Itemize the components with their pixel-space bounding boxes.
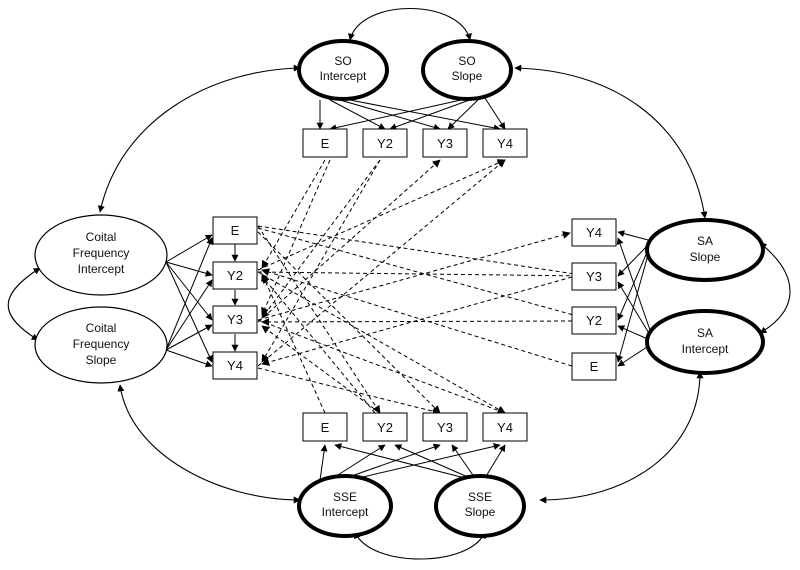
sse-label-y2: Y2 xyxy=(377,420,393,435)
latent-coital-slope: Coital Frequency Slope xyxy=(34,306,168,384)
coital-label-y2: Y2 xyxy=(227,268,243,283)
latent-sse-slope: SSE Slope xyxy=(434,474,526,538)
sa-indicators xyxy=(571,218,617,381)
latent-so-slope: SO Slope xyxy=(421,39,513,101)
coital-box-y3 xyxy=(212,305,258,334)
sse-box-y2 xyxy=(362,412,408,442)
coital-label-y4: Y4 xyxy=(227,358,243,373)
sa-label-y3: Y3 xyxy=(586,269,602,284)
cross-lagged-paths xyxy=(257,159,589,416)
so-box-y4 xyxy=(482,128,528,158)
coital-slope-line1: Coital xyxy=(86,321,117,335)
coital-label-e: E xyxy=(231,223,240,238)
coital-slope-line3: Slope xyxy=(86,353,117,367)
sse-box-y3 xyxy=(422,412,468,442)
latent-sa-intercept: SA Intercept xyxy=(645,309,765,375)
sa-box-y3 xyxy=(571,262,617,291)
so-box-y3 xyxy=(422,128,468,158)
so-label-e: E xyxy=(321,136,330,151)
sse-label-y3: Y3 xyxy=(437,420,453,435)
sse-box-e xyxy=(302,412,348,442)
coital-box-y2 xyxy=(212,261,258,290)
sa-label-e: E xyxy=(590,359,599,374)
covariance-curves xyxy=(7,7,791,560)
cov-sa-slope-intercept xyxy=(759,242,791,334)
latent-sa-slope: SA Slope xyxy=(645,218,765,282)
cov-so-sa xyxy=(514,64,708,219)
latent-coital-intercept: Coital Frequency Intercept xyxy=(34,214,168,296)
so-box-e xyxy=(302,128,348,158)
sse-box-y4 xyxy=(482,412,528,442)
sse-label-e: E xyxy=(321,420,330,435)
coital-intercept-line1: Coital xyxy=(86,230,117,244)
sa-label-y4: Y4 xyxy=(586,225,602,240)
coital-label-y3: Y3 xyxy=(227,312,243,327)
coital-slope-line2: Frequency xyxy=(73,337,130,351)
cov-sse-sa xyxy=(539,371,704,504)
latent-sse-intercept: SSE Intercept xyxy=(297,474,393,538)
so-slope-line1: SO xyxy=(458,54,475,68)
sa-slope-line1: SA xyxy=(697,234,713,248)
coital-box-y4 xyxy=(212,351,258,380)
coital-indicators xyxy=(212,216,258,380)
sa-label-y2: Y2 xyxy=(586,313,602,328)
cov-sse-intercept-slope xyxy=(354,531,486,560)
sa-intercept-line1: SA xyxy=(697,326,713,340)
so-indicators xyxy=(302,128,528,158)
cov-coital-intercept-slope xyxy=(7,267,41,341)
sa-box-y4 xyxy=(571,218,617,247)
loading-paths xyxy=(165,97,651,481)
so-label-y2: Y2 xyxy=(377,136,393,151)
coital-intercept-line2: Frequency xyxy=(73,246,130,260)
so-intercept-line1: SO xyxy=(334,54,351,68)
cov-so-intercept-slope xyxy=(348,7,472,41)
cov-coital-so xyxy=(97,64,301,213)
sa-intercept-line2: Intercept xyxy=(682,342,729,356)
so-intercept-line2: Intercept xyxy=(320,69,367,83)
coital-box-e xyxy=(212,216,258,245)
sse-intercept-line2: Intercept xyxy=(322,505,369,519)
sse-label-y4: Y4 xyxy=(497,420,513,435)
sa-box-y2 xyxy=(571,306,617,335)
sse-indicators xyxy=(302,412,528,442)
so-label-y4: Y4 xyxy=(497,136,513,151)
sa-slope-line2: Slope xyxy=(690,250,721,264)
sse-intercept-line1: SSE xyxy=(333,490,357,504)
sa-box-e xyxy=(571,352,617,381)
so-label-y3: Y3 xyxy=(437,136,453,151)
latent-so-intercept: SO Intercept xyxy=(297,39,389,101)
so-slope-line2: Slope xyxy=(452,69,483,83)
sse-slope-line1: SSE xyxy=(468,490,492,504)
sse-slope-line2: Slope xyxy=(465,505,496,519)
coital-intercept-line3: Intercept xyxy=(78,262,125,276)
cov-coital-sse xyxy=(117,384,301,504)
so-box-y2 xyxy=(362,128,408,158)
